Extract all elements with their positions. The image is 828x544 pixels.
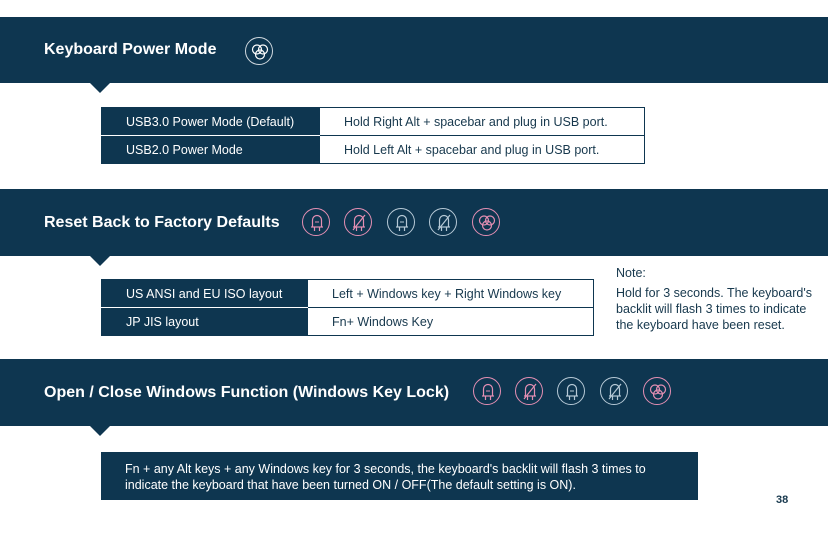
note-text: Hold for 3 seconds. The keyboard's backl… <box>616 286 813 332</box>
key-combo: Left + Windows key + Right Windows key <box>307 279 594 308</box>
backlight-on-icon <box>387 208 415 236</box>
light-mode-icon <box>643 377 671 405</box>
backlight-on-icon <box>302 208 330 236</box>
reset-note: Note: Hold for 3 seconds. The keyboard's… <box>616 265 816 333</box>
section-header-windows-key-lock: Open / Close Windows Function (Windows K… <box>0 359 828 436</box>
table-row: US ANSI and EU ISO layout Left + Windows… <box>101 279 594 308</box>
key-combo: Fn+ Windows Key <box>307 307 594 336</box>
backlight-off-icon <box>600 377 628 405</box>
factory-reset-table: US ANSI and EU ISO layout Left + Windows… <box>101 279 594 336</box>
backlight-off-icon <box>344 208 372 236</box>
section-title: Reset Back to Factory Defaults <box>44 214 280 231</box>
power-mode-table: USB3.0 Power Mode (Default) Hold Right A… <box>101 107 645 164</box>
layout-label: JP JIS layout <box>101 307 308 336</box>
section-header-power-mode: Keyboard Power Mode <box>0 17 828 93</box>
backlight-on-icon <box>473 377 501 405</box>
layout-label: US ANSI and EU ISO layout <box>101 279 308 308</box>
light-mode-icon <box>245 37 273 65</box>
backlight-on-icon <box>557 377 585 405</box>
backlight-off-icon <box>515 377 543 405</box>
section-title: Keyboard Power Mode <box>44 41 217 58</box>
mode-label: USB3.0 Power Mode (Default) <box>101 107 320 136</box>
mode-value: Hold Left Alt + spacebar and plug in USB… <box>319 135 645 164</box>
page-number: 38 <box>776 494 789 506</box>
mode-value: Hold Right Alt + spacebar and plug in US… <box>319 107 645 136</box>
section-title: Open / Close Windows Function (Windows K… <box>44 384 450 401</box>
table-row: USB2.0 Power Mode Hold Left Alt + spaceb… <box>101 135 645 164</box>
table-row: USB3.0 Power Mode (Default) Hold Right A… <box>101 107 645 136</box>
note-title: Note: <box>616 266 646 280</box>
windows-key-lock-description: Fn + any Alt keys + any Windows key for … <box>101 452 698 500</box>
backlight-off-icon <box>429 208 457 236</box>
light-mode-icon <box>472 208 500 236</box>
table-row: JP JIS layout Fn+ Windows Key <box>101 307 594 336</box>
section-header-factory-reset: Reset Back to Factory Defaults <box>0 189 828 266</box>
mode-label: USB2.0 Power Mode <box>101 135 320 164</box>
